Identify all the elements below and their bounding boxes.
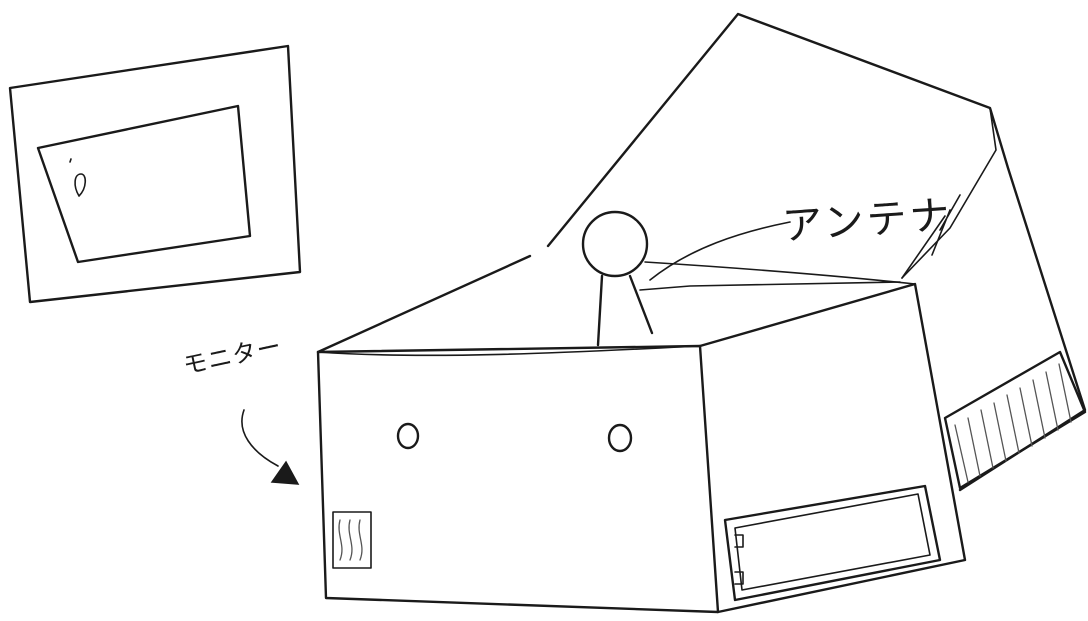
lid-panel [548, 14, 1085, 490]
box-front-face [318, 346, 718, 612]
monitor-screen-glyph [70, 159, 85, 196]
antenna-stem [598, 276, 652, 345]
front-button-right [609, 425, 631, 451]
monitor-outer-frame [10, 46, 300, 302]
monitor-screen [38, 106, 250, 262]
box-body [318, 256, 965, 612]
monitor-pointer [242, 410, 298, 484]
side-slot [725, 486, 940, 600]
monitor-sketch [10, 46, 300, 302]
antenna-label: アンテナ [780, 182, 954, 252]
box-top-right-edge [645, 262, 915, 284]
antenna-leader-base [640, 282, 900, 290]
hinge-strip [945, 352, 1085, 488]
lid-outline [548, 14, 1085, 490]
monitor-pointer-curve [242, 410, 278, 466]
front-button-left [398, 424, 418, 448]
box-top-left-edge [318, 256, 530, 352]
antenna-head [583, 212, 647, 276]
front-grille [333, 512, 371, 568]
